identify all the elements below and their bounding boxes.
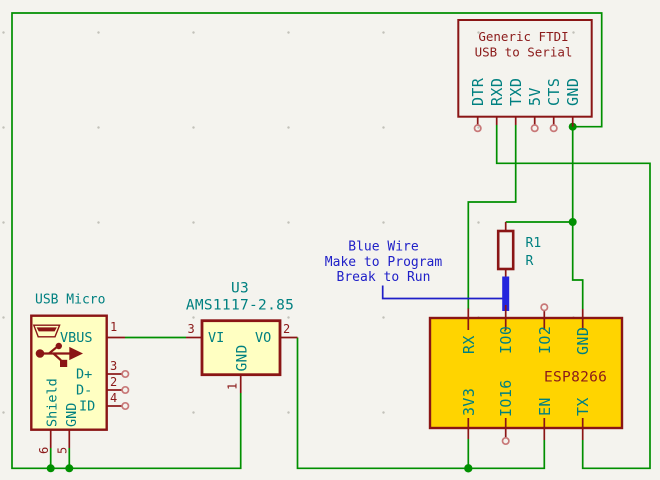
esp-pin-label-io2: IO2 bbox=[536, 326, 554, 354]
regulator-label-vo: VO bbox=[255, 330, 271, 346]
blue-wire-group: Blue Wire Make to Program Break to Run bbox=[325, 240, 510, 311]
wire-gnd-to-esp[interactable] bbox=[571, 126, 584, 309]
ftdi-pin-label-rxd: RXD bbox=[488, 78, 506, 106]
usb-pinnum-dplus: 3 bbox=[110, 359, 117, 373]
ftdi-pin-label-cts: CTS bbox=[545, 78, 563, 106]
usb-pinnum-gnd: 5 bbox=[56, 447, 70, 454]
ftdi-title-line1[interactable]: Generic FTDI bbox=[478, 29, 568, 44]
usb-micro-symbol: USB Micro VBUS D+ D- ID Shield GND bbox=[30, 293, 130, 454]
ftdi-pin-label-txd: TXD bbox=[507, 78, 525, 106]
trident-down-branch bbox=[52, 352, 62, 362]
esp-pin-label-rx: RX bbox=[460, 335, 478, 354]
usb-label-vbus: VBUS bbox=[60, 330, 93, 346]
regulator-pinnum-vo: 2 bbox=[283, 322, 290, 336]
usb-label-dplus: D+ bbox=[76, 367, 92, 383]
nc-circle-io16 bbox=[501, 436, 510, 446]
usb-connector-bar bbox=[36, 327, 57, 332]
junction-r1-gnd-net bbox=[568, 218, 577, 226]
ftdi-pin-label-dtr: DTR bbox=[469, 77, 487, 106]
nc-circle-5v bbox=[530, 124, 539, 133]
usb-pinnum-dminus: 2 bbox=[110, 375, 117, 389]
ftdi-title-line2[interactable]: USB to Serial bbox=[475, 45, 573, 60]
resistor-ref[interactable]: R1 bbox=[526, 236, 542, 251]
regulator-pinnum-gnd: 1 bbox=[226, 383, 240, 390]
note-line1[interactable]: Blue Wire bbox=[348, 240, 419, 255]
nc-circle-dminus bbox=[121, 385, 130, 395]
ftdi-symbol: Generic FTDI USB to Serial DTR RXD TXD 5… bbox=[457, 19, 593, 133]
resistor-value[interactable]: R bbox=[526, 254, 534, 269]
usb-label-id: ID bbox=[79, 399, 95, 415]
usb-symbol-body[interactable] bbox=[30, 314, 108, 431]
note-line2[interactable]: Make to Program bbox=[325, 255, 443, 270]
resistor-body[interactable] bbox=[496, 229, 515, 271]
ftdi-symbol-body[interactable] bbox=[457, 19, 593, 118]
trident-square bbox=[60, 359, 68, 367]
esp-pin-label-io0: IO0 bbox=[497, 326, 515, 354]
wire-txd-to-rx[interactable] bbox=[467, 125, 517, 309]
esp-pin-label-io16: IO16 bbox=[497, 379, 515, 417]
ftdi-pin-label-gnd: GND bbox=[564, 78, 582, 106]
esp8266-symbol-body[interactable] bbox=[428, 316, 624, 430]
usb-title[interactable]: USB Micro bbox=[35, 293, 105, 308]
nc-circle-dplus bbox=[121, 369, 130, 379]
junction-shield-bus bbox=[46, 464, 55, 473]
nc-circle-dtr bbox=[473, 124, 482, 133]
usb-connector-icon bbox=[32, 324, 61, 338]
wires bbox=[11, 12, 651, 470]
usb-pinnum-id: 4 bbox=[110, 391, 117, 405]
junction-3v3-bus bbox=[464, 464, 473, 473]
ftdi-pin-label-5v: 5V bbox=[526, 87, 544, 106]
nc-circle-io2 bbox=[540, 303, 549, 312]
blue-wire-thin[interactable] bbox=[381, 285, 506, 300]
junction-usbgnd-bus bbox=[65, 464, 74, 473]
trident-up-circle bbox=[55, 342, 62, 350]
regulator-ref[interactable]: U3 bbox=[231, 281, 249, 297]
usb-trident-icon bbox=[35, 342, 83, 367]
regulator-label-gnd: GND bbox=[235, 344, 251, 371]
regulator-label-vi: VI bbox=[208, 330, 224, 346]
usb-pinnum-vbus: 1 bbox=[110, 320, 117, 334]
usb-label-dminus: D- bbox=[76, 383, 92, 399]
nc-circle-cts bbox=[549, 124, 558, 133]
usb-connector-outline bbox=[32, 324, 61, 338]
wire-vo-to-3v3-en[interactable] bbox=[296, 337, 546, 470]
trident-arrowhead bbox=[69, 346, 83, 361]
esp-pin-label-tx: TX bbox=[574, 397, 592, 416]
wire-gnd-loop[interactable] bbox=[11, 12, 603, 470]
regulator-value[interactable]: AMS1117-2.85 bbox=[186, 298, 294, 314]
regulator-symbol: U3 AMS1117-2.85 VI VO GND 3 2 1 bbox=[186, 281, 298, 393]
regulator-pinnum-vi: 3 bbox=[188, 322, 195, 336]
esp8266-symbol: ESP8266 RX IO0 IO2 GND 3V3 IO16 EN TX bbox=[428, 303, 624, 446]
esp-pin-label-en: EN bbox=[536, 397, 554, 416]
esp-pin-label-3v3: 3V3 bbox=[460, 388, 478, 416]
usb-pinnum-shield: 6 bbox=[37, 447, 51, 454]
resistor-symbol: R1 R bbox=[496, 222, 542, 278]
usb-label-shield: Shield bbox=[45, 378, 61, 427]
esp-pin-label-gnd: GND bbox=[574, 327, 592, 355]
nc-circle-id bbox=[121, 401, 130, 411]
note-line3[interactable]: Break to Run bbox=[337, 270, 431, 285]
wire-rxd-to-tx[interactable] bbox=[495, 125, 651, 470]
esp8266-label[interactable]: ESP8266 bbox=[544, 370, 607, 386]
usb-label-gnd: GND bbox=[64, 403, 80, 427]
trident-up-branch bbox=[48, 346, 58, 355]
